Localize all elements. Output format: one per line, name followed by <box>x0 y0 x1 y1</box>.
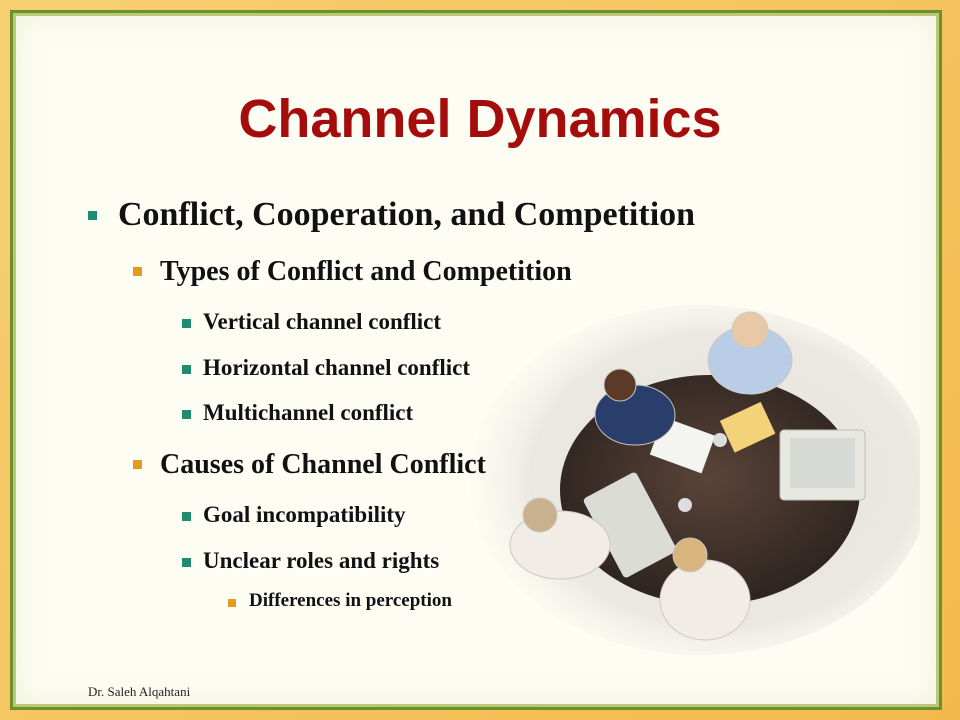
square-bullet-icon <box>182 558 191 567</box>
square-bullet-icon <box>182 410 191 419</box>
square-bullet-icon <box>182 365 191 374</box>
slide-title: Channel Dynamics <box>238 89 722 149</box>
square-bullet-icon <box>133 460 142 469</box>
square-bullet-icon <box>88 211 97 220</box>
footer-author: Dr. Saleh Alqahtani <box>88 684 191 699</box>
bullet-level3: Horizontal channel conflict <box>203 355 471 380</box>
bullet-level3: Multichannel conflict <box>203 400 414 425</box>
square-bullet-icon <box>133 267 142 276</box>
square-bullet-icon <box>182 512 191 521</box>
bullet-level2: Types of Conflict and Competition <box>160 256 572 287</box>
bullet-level3: Vertical channel conflict <box>203 309 442 334</box>
bullet-level2: Causes of Channel Conflict <box>160 449 486 480</box>
square-bullet-icon <box>228 599 236 607</box>
business-meeting-photo-icon <box>470 305 920 655</box>
bullet-level3: Goal incompatibility <box>203 502 406 527</box>
bullet-level3: Unclear roles and rights <box>203 548 440 573</box>
bullet-level4: Differences in perception <box>249 590 452 611</box>
bullet-level1: Conflict, Cooperation, and Competition <box>118 196 696 233</box>
square-bullet-icon <box>182 319 191 328</box>
